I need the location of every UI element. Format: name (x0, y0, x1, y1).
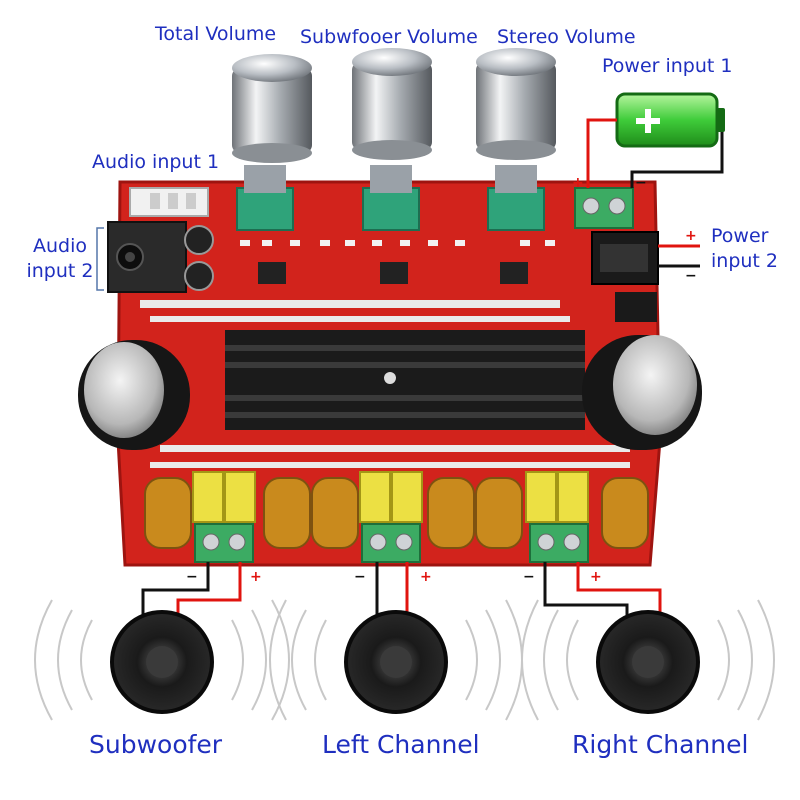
subwoofer-plus-sign: + (250, 569, 262, 585)
subwoofer-speaker-icon (34, 599, 290, 721)
power-input-1-wires (586, 118, 724, 188)
audio-input-2-label-line1: Audio (32, 235, 87, 257)
right-plus-sign: + (590, 569, 602, 585)
large-capacitor-left (78, 340, 190, 450)
subwoofer-label: Subwoofer (89, 730, 223, 759)
left-channel-label: Left Channel (322, 730, 480, 759)
heatsink (225, 330, 585, 430)
audio-input-2-label-line2: input 2 (26, 260, 94, 282)
right-channel-output-terminal[interactable] (529, 523, 589, 563)
audio-input-2-bracket (96, 227, 104, 291)
power-input-1-label: Power input 1 (602, 55, 733, 77)
smd-components-row-2 (140, 300, 570, 322)
power1-plus-sign: + (572, 175, 584, 191)
right-channel-label: Right Channel (572, 730, 749, 759)
stereo-volume-knob[interactable] (476, 48, 556, 231)
subwoofer-minus-sign: − (186, 569, 198, 585)
audio-input-2-label: Audio input 2 (24, 234, 96, 284)
left-minus-sign: − (354, 569, 366, 585)
power-input-2-wires (658, 244, 700, 268)
audio-input-2-jack[interactable] (107, 221, 187, 293)
power-switch (615, 292, 657, 322)
right-channel-speaker-icon (521, 599, 775, 721)
large-capacitor-right (582, 335, 702, 450)
subwoofer-volume-label: Subwfooer Volume (300, 26, 478, 48)
stereo-volume-label: Stereo Volume (497, 26, 636, 48)
power2-minus-sign: − (685, 268, 697, 284)
power2-plus-sign: + (685, 228, 697, 244)
small-capacitors (184, 225, 214, 291)
power-input-2-dc-jack[interactable] (591, 231, 659, 285)
power-red-wire (586, 118, 617, 188)
battery-icon (615, 92, 725, 148)
audio-input-1-connector[interactable] (129, 187, 209, 217)
smd-components-row-3 (150, 445, 630, 468)
subwoofer-output-terminal[interactable] (194, 523, 254, 563)
power-input-2-label-line1: Power (711, 225, 769, 247)
subwoofer-volume-knob[interactable] (352, 48, 432, 231)
smd-components-row-1 (240, 240, 555, 246)
right-minus-sign: − (523, 569, 535, 585)
coils-and-capacitors (144, 471, 649, 549)
power-input-1-terminal[interactable] (574, 187, 634, 229)
left-channel-output-terminal[interactable] (361, 523, 421, 563)
total-volume-label: Total Volume (155, 23, 277, 45)
power-input-2-label-line2: input 2 (711, 250, 779, 272)
audio-input-1-label: Audio input 1 (92, 151, 220, 173)
power1-minus-sign: − (635, 175, 647, 191)
pcb-board (116, 180, 662, 567)
ic-chips (258, 262, 528, 284)
power-black-wire (630, 132, 724, 188)
power-input-2-label: Power input 2 (711, 224, 778, 274)
left-plus-sign: + (420, 569, 432, 585)
left-channel-speaker-icon (269, 599, 523, 721)
total-volume-knob[interactable] (232, 54, 312, 231)
